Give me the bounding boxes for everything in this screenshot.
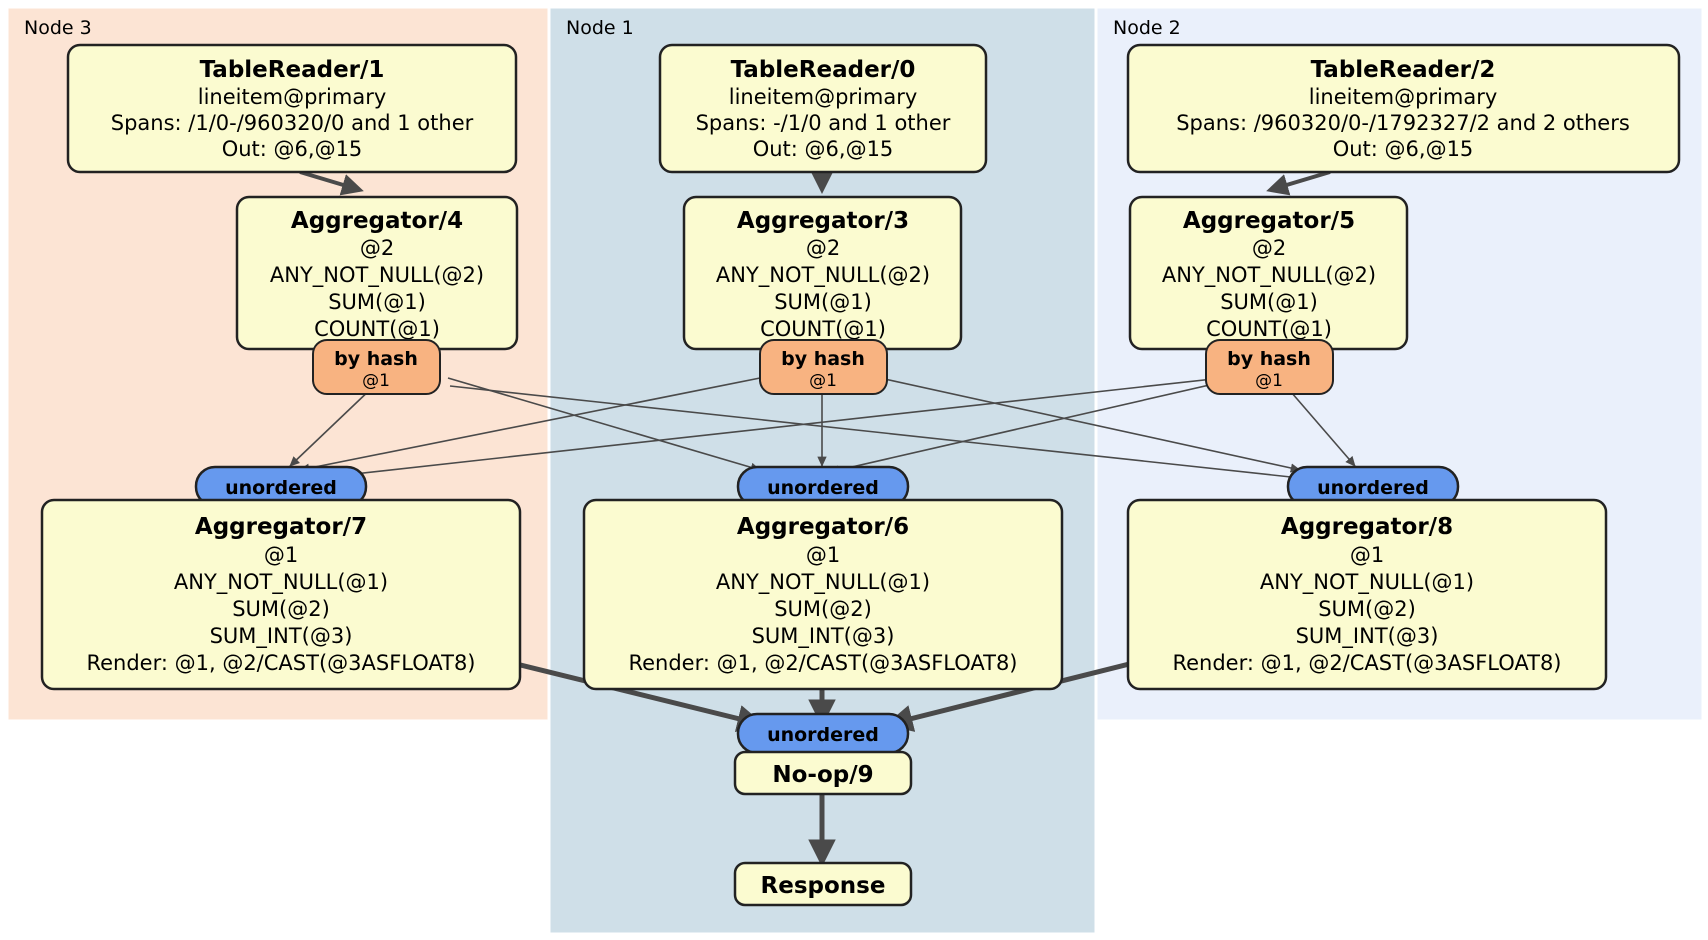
edge-hashL-unR (449, 385, 1301, 482)
agg6-title: Aggregator/6 (737, 514, 909, 540)
agg6-line-4: Render: @1, @2/CAST(@3ASFLOAT8) (628, 651, 1017, 675)
processor-aggregator-7[interactable]: Aggregator/7 @1 ANY_NOT_NULL(@1) SUM(@2)… (40, 498, 522, 691)
unordered-final-title: unordered (767, 724, 879, 746)
agg4-line-2: SUM(@1) (328, 290, 426, 314)
edge-hashM-unR (879, 377, 1301, 473)
tr2-line-0: lineitem@primary (1309, 85, 1498, 109)
hash-mid-sub: @1 (809, 371, 837, 391)
noop9-title: No-op/9 (772, 762, 873, 788)
processor-tablereader-2[interactable]: TableReader/2 lineitem@primary Spans: /9… (1126, 43, 1681, 174)
agg6-line-2: SUM(@2) (774, 597, 872, 621)
panel-node3-label: Node 3 (24, 17, 92, 39)
hash-left-title: by hash (334, 348, 418, 370)
tr1-line-1: Spans: /1/0-/960320/0 and 1 other (111, 111, 474, 135)
agg5-line-3: COUNT(@1) (1206, 317, 1332, 341)
panel-node2-label: Node 2 (1113, 17, 1181, 39)
edge-hashR-unL (299, 377, 1223, 484)
agg5-line-0: @2 (1252, 236, 1286, 260)
agg7-title: Aggregator/7 (195, 514, 367, 540)
sync-badge-unordered-final[interactable]: unordered (736, 712, 910, 755)
agg8-line-2: SUM(@2) (1318, 597, 1416, 621)
processor-aggregator-5[interactable]: Aggregator/5 @2 ANY_NOT_NULL(@2) SUM(@1)… (1128, 195, 1409, 351)
agg8-line-1: ANY_NOT_NULL(@1) (1260, 570, 1474, 595)
hash-left-sub: @1 (362, 371, 390, 391)
agg7-line-3: SUM_INT(@3) (210, 624, 353, 649)
sync-badge-unordered-mid[interactable]: unordered (736, 465, 910, 508)
processor-aggregator-3[interactable]: Aggregator/3 @2 ANY_NOT_NULL(@2) SUM(@1)… (682, 195, 963, 351)
hash-mid-title: by hash (781, 348, 865, 370)
agg5-title: Aggregator/5 (1183, 208, 1355, 234)
processor-aggregator-4[interactable]: Aggregator/4 @2 ANY_NOT_NULL(@2) SUM(@1)… (235, 195, 519, 351)
edges-hash-to-unordered (289, 377, 1356, 484)
agg7-line-2: SUM(@2) (232, 597, 330, 621)
tr0-line-1: Spans: -/1/0 and 1 other (696, 111, 951, 135)
tr2-title: TableReader/2 (1311, 57, 1496, 83)
router-badge-by-hash-right[interactable]: by hash @1 (1205, 339, 1334, 395)
sync-badge-unordered-right[interactable]: unordered (1286, 465, 1460, 508)
edge-hashM-unL (299, 377, 761, 473)
router-badge-by-hash-mid[interactable]: by hash @1 (759, 339, 888, 395)
edge-hashL-unM (447, 377, 761, 472)
edge-tr2-agg5 (1266, 170, 1331, 196)
processor-aggregator-6[interactable]: Aggregator/6 @1 ANY_NOT_NULL(@1) SUM(@2)… (582, 498, 1064, 691)
agg6-line-0: @1 (806, 543, 840, 567)
response-title: Response (761, 873, 886, 899)
processor-noop-9[interactable]: No-op/9 (733, 750, 913, 796)
agg4-line-0: @2 (360, 236, 394, 260)
agg7-line-4: Render: @1, @2/CAST(@3ASFLOAT8) (86, 651, 475, 675)
agg6-line-1: ANY_NOT_NULL(@1) (716, 570, 930, 595)
agg3-line-1: ANY_NOT_NULL(@2) (716, 263, 930, 288)
hash-right-sub: @1 (1255, 371, 1283, 391)
edge-hashR-unR (1284, 384, 1356, 467)
agg3-line-2: SUM(@1) (774, 290, 872, 314)
processor-aggregator-8[interactable]: Aggregator/8 @1 ANY_NOT_NULL(@1) SUM(@2)… (1126, 498, 1608, 691)
processor-response[interactable]: Response (733, 861, 913, 907)
tr1-line-0: lineitem@primary (198, 85, 387, 109)
unordered-right-title: unordered (1317, 477, 1429, 499)
router-badge-by-hash-left[interactable]: by hash @1 (312, 339, 441, 395)
agg6-line-3: SUM_INT(@3) (752, 624, 895, 649)
agg4-line-1: ANY_NOT_NULL(@2) (270, 263, 484, 288)
agg5-line-2: SUM(@1) (1220, 290, 1318, 314)
edge-hashR-unM (829, 377, 1241, 475)
tr2-line-1: Spans: /960320/0-/1792327/2 and 2 others (1176, 111, 1630, 135)
tr0-line-0: lineitem@primary (729, 85, 918, 109)
edge-tr1-agg4 (299, 170, 364, 196)
agg8-line-0: @1 (1350, 543, 1384, 567)
tr2-line-2: Out: @6,@15 (1333, 137, 1474, 161)
processor-tablereader-1[interactable]: TableReader/1 lineitem@primary Spans: /1… (66, 43, 518, 174)
edge-hashL-unL (289, 384, 376, 467)
agg3-line-0: @2 (806, 236, 840, 260)
agg8-title: Aggregator/8 (1281, 514, 1453, 540)
tr1-line-2: Out: @6,@15 (222, 137, 363, 161)
agg4-title: Aggregator/4 (291, 208, 463, 234)
sync-badge-unordered-left[interactable]: unordered (194, 465, 368, 508)
unordered-left-title: unordered (225, 477, 337, 499)
agg8-line-4: Render: @1, @2/CAST(@3ASFLOAT8) (1172, 651, 1561, 675)
tr1-title: TableReader/1 (200, 57, 385, 83)
processor-tablereader-0[interactable]: TableReader/0 lineitem@primary Spans: -/… (658, 43, 988, 174)
agg7-line-1: ANY_NOT_NULL(@1) (174, 570, 388, 595)
tr0-title: TableReader/0 (731, 57, 916, 83)
agg3-line-3: COUNT(@1) (760, 317, 886, 341)
tr0-line-2: Out: @6,@15 (753, 137, 894, 161)
edges-reader-to-agg (299, 170, 1331, 196)
agg8-line-3: SUM_INT(@3) (1296, 624, 1439, 649)
agg3-title: Aggregator/3 (737, 208, 909, 234)
agg7-line-0: @1 (264, 543, 298, 567)
hash-right-title: by hash (1227, 348, 1311, 370)
agg5-line-1: ANY_NOT_NULL(@2) (1162, 263, 1376, 288)
panel-node1-label: Node 1 (566, 17, 634, 39)
unordered-mid-title: unordered (767, 477, 879, 499)
agg4-line-3: COUNT(@1) (314, 317, 440, 341)
